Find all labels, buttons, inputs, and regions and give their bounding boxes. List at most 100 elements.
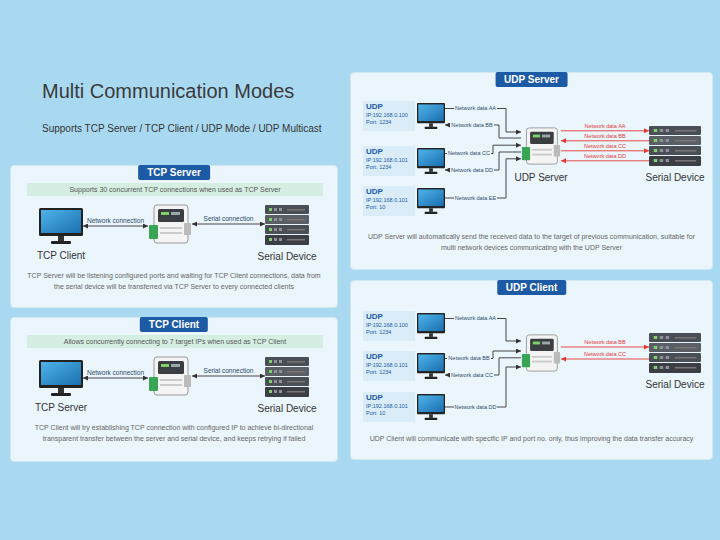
udp-host-node: UDPIP:192.168.0.101 Port: 1234 [363, 146, 445, 176]
monitor-frame [417, 353, 445, 373]
mode-panel: TCP ServerTCP Server will be listening c… [10, 165, 338, 308]
icon-detail [660, 366, 664, 369]
serial-device-icon [265, 357, 309, 397]
monitor-frame [417, 313, 445, 333]
converter-body [526, 128, 557, 164]
serial-device-node: Serial Device [265, 205, 309, 245]
icon-detail [654, 159, 658, 162]
icon-detail [279, 228, 282, 231]
converter-top [530, 132, 554, 144]
rack-slots [654, 129, 697, 162]
edge-label: Network data CC [450, 372, 494, 379]
rack-unit [649, 363, 701, 373]
icon-detail [269, 238, 272, 241]
icon-detail [274, 380, 277, 383]
vent-line [532, 154, 552, 156]
panel-heading: UDP Server [495, 72, 568, 87]
edge-label: Network data DD [450, 167, 494, 174]
serial-device-node: Serial Device [649, 126, 701, 166]
monitor-neck [429, 123, 433, 127]
rack-unit [265, 377, 309, 386]
icon-holder [649, 126, 701, 166]
device-label: Serial Device [646, 379, 705, 390]
icon-detail [660, 149, 664, 152]
icon-holder [649, 333, 701, 373]
label-plate [542, 135, 550, 138]
edge-label: Network connection [87, 369, 144, 377]
icon-detail [269, 208, 272, 211]
icon-detail [279, 218, 282, 221]
edge-label: Network data CC [584, 143, 626, 150]
monitor-icon [417, 103, 445, 129]
rack-unit [649, 333, 701, 342]
serial-device-icon [649, 126, 701, 166]
monitor-screen [418, 104, 443, 121]
converter-body [154, 357, 188, 395]
icon-detail [654, 129, 658, 132]
icon-detail [654, 336, 658, 339]
converter-top [530, 339, 554, 351]
monitor-holder [417, 103, 445, 129]
icon-detail [269, 390, 272, 393]
ip-port: IP:192.168.0.100 Port: 1234 [366, 322, 412, 336]
icon-detail [666, 346, 670, 349]
icon-detail [274, 390, 277, 393]
udp-host-node: UDPIP:192.168.0.101 Port: 10 [363, 186, 445, 216]
icon-detail [666, 356, 670, 359]
converter-body [526, 335, 557, 371]
rack-unit [265, 357, 309, 366]
monitor-screen [41, 362, 81, 385]
rack-slots [269, 208, 305, 241]
monitor-base [51, 241, 71, 244]
icon-detail [666, 159, 670, 162]
monitor-screen [418, 189, 443, 206]
edge-label: Network connection [87, 217, 144, 225]
edge-label: Serial connection [204, 367, 254, 375]
terminal-block [149, 377, 158, 391]
monitor-holder [417, 148, 445, 174]
icon-detail [660, 129, 664, 132]
icon-detail [287, 239, 305, 241]
ip-port: IP:192.168.0.101 Port: 10 [366, 197, 412, 211]
icon-detail [654, 366, 658, 369]
icon-detail [279, 370, 282, 373]
monitor-neck [429, 333, 433, 337]
icon-detail [666, 129, 670, 132]
rack-unit [649, 343, 701, 352]
band-text: Supports 30 concurrent TCP connections w… [27, 183, 323, 196]
rack-unit [265, 367, 309, 376]
status-led [161, 364, 169, 367]
icon-detail [654, 356, 658, 359]
monitor-base [425, 418, 438, 420]
device-label: Serial Device [258, 251, 317, 262]
icon-detail [675, 347, 696, 349]
status-led [533, 135, 540, 138]
monitor-neck [429, 168, 433, 172]
icon-holder [521, 333, 561, 373]
address-box: UDPIP:192.168.0.101 Port: 10 [363, 392, 415, 422]
converter-node [521, 333, 561, 373]
icon-holder [265, 205, 309, 245]
icon-detail [654, 346, 658, 349]
panel-description: UDP Server will automatically send the r… [365, 231, 698, 253]
panel-description: UDP Client will communicate with specifi… [365, 433, 698, 444]
serial-device-icon [649, 333, 701, 373]
monitor-holder [417, 313, 445, 339]
protocol-name: UDP [366, 313, 412, 322]
monitor-base [425, 212, 438, 214]
icon-detail [660, 356, 664, 359]
icon-detail [675, 160, 696, 162]
rack-slots [269, 360, 305, 393]
rack-slots [654, 336, 697, 369]
converter-icon [148, 203, 192, 245]
icon-detail [675, 140, 696, 142]
converter-top [158, 361, 184, 374]
protocol-name: UDP [366, 188, 412, 197]
rack-unit [649, 353, 701, 362]
rack-unit [649, 126, 701, 135]
monitor-frame [39, 208, 83, 236]
monitor-neck [58, 388, 64, 393]
ethernet-port [554, 352, 560, 363]
monitor-screen [418, 314, 443, 331]
protocol-name: UDP [366, 148, 412, 157]
